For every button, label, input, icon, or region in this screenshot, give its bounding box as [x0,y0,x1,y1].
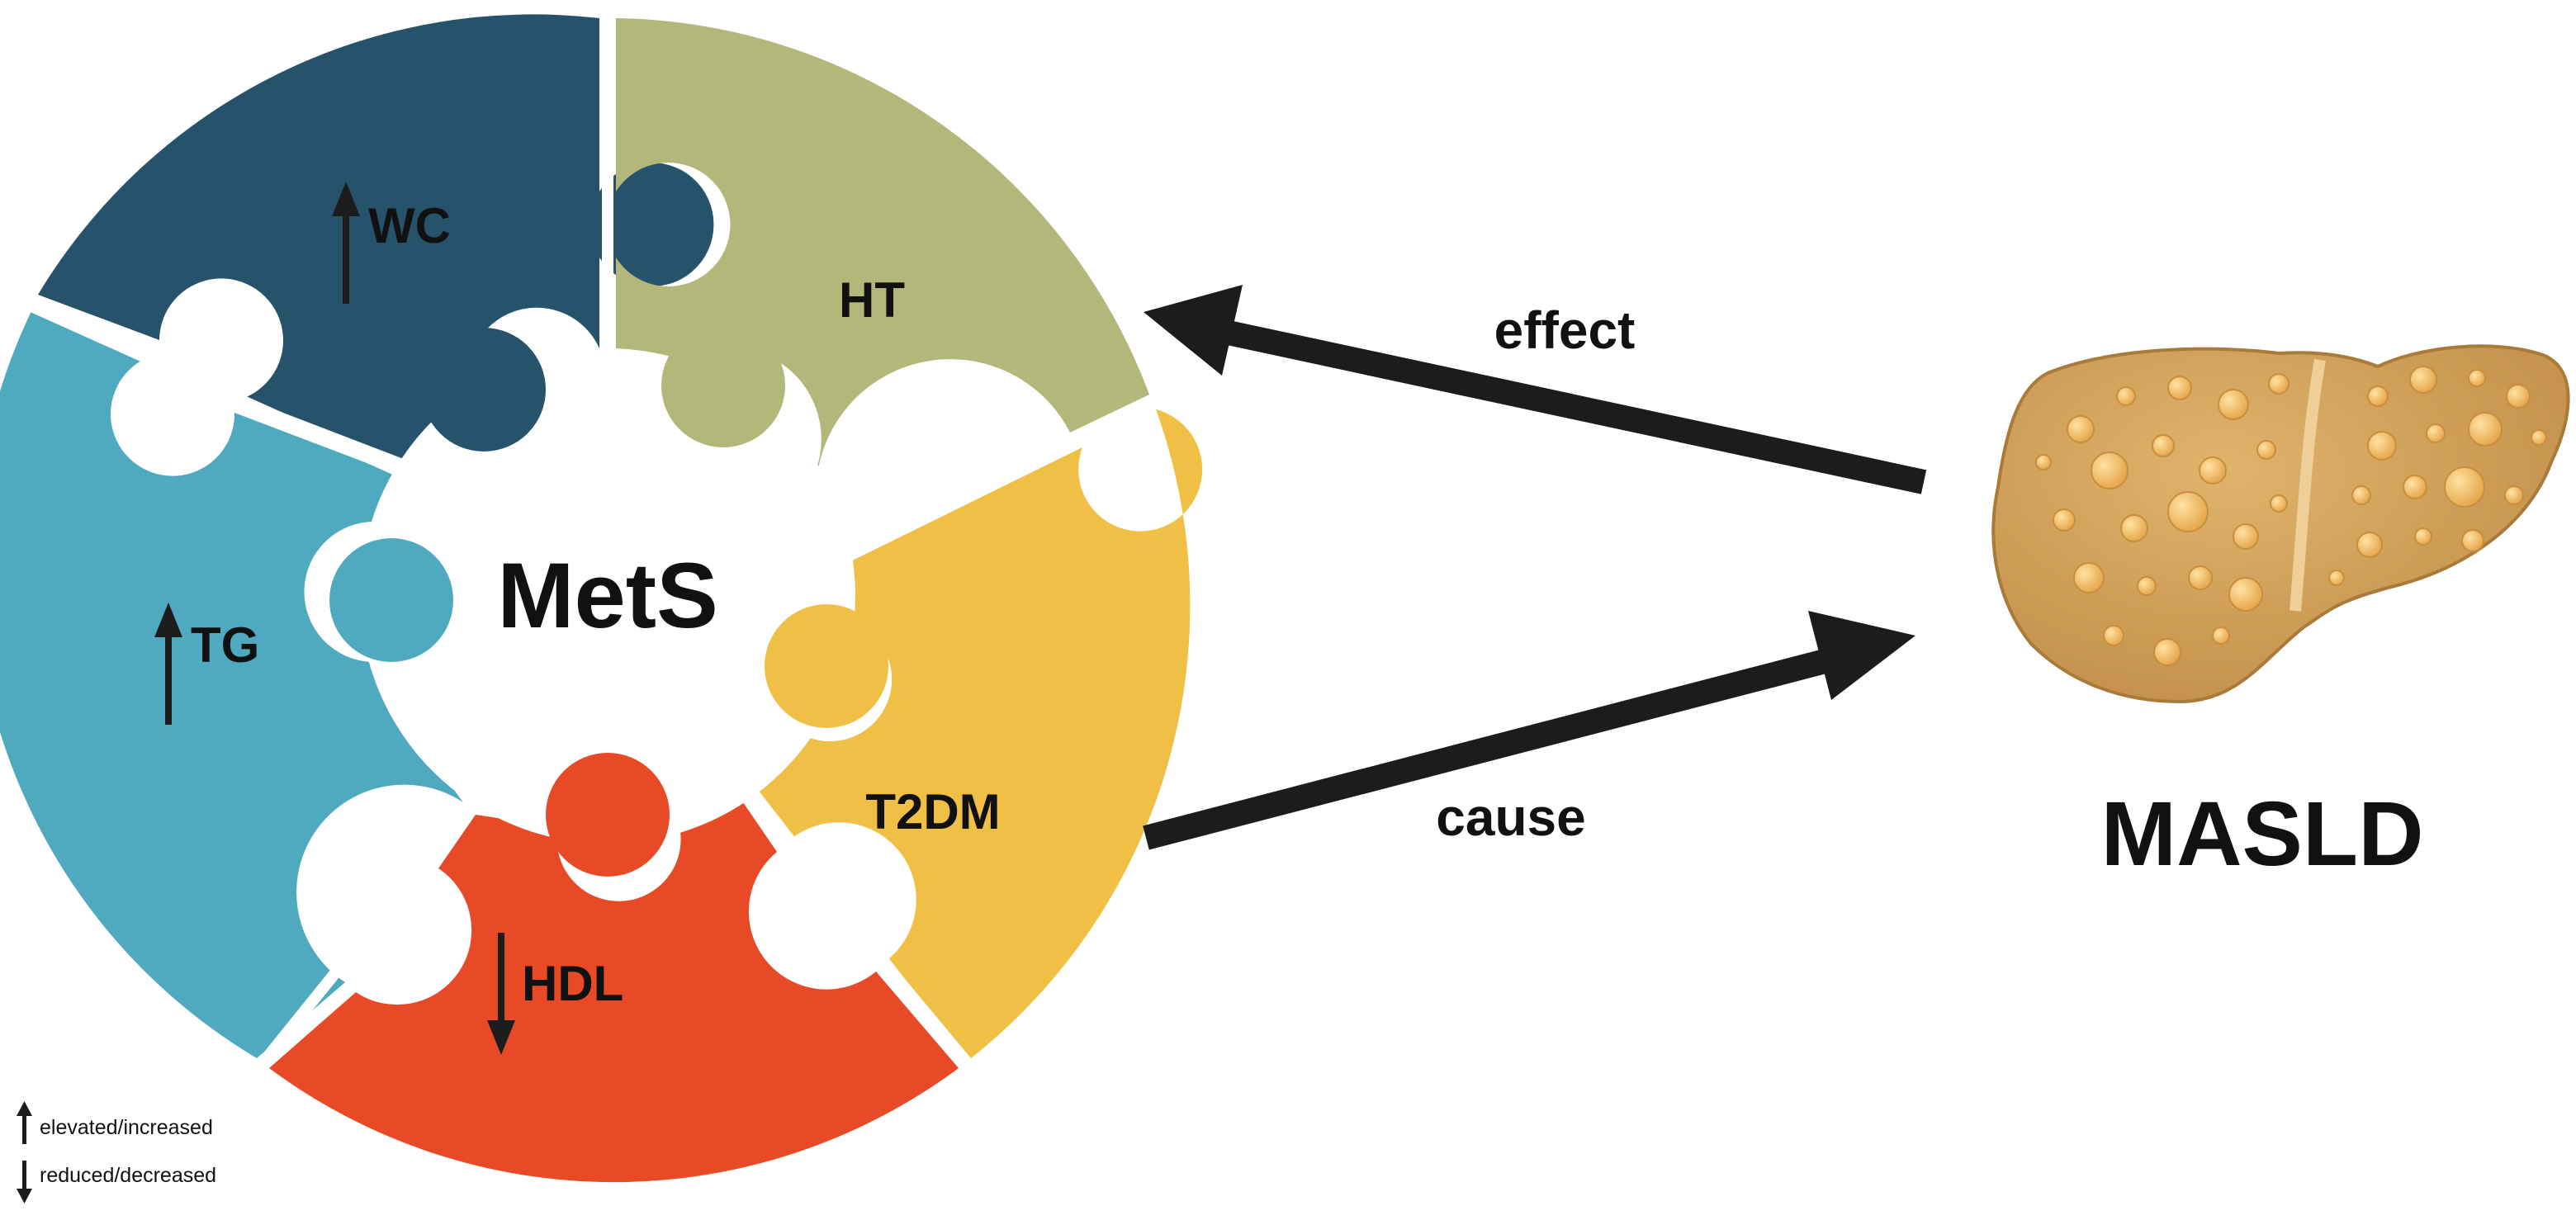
puzzle-piece-hdl [269,773,959,1183]
legend-up-arrow-icon [17,1101,32,1144]
cause-arrow: cause [1143,611,1915,850]
legend: elevated/increased reduced/decreased [17,1101,216,1203]
nub-hdl [546,753,670,877]
nub-ht [661,324,785,447]
puzzle-piece-tg [0,311,463,1058]
fat-droplets [2035,366,2547,666]
cause-arrowhead [1808,611,1915,700]
effect-arrowhead [1144,285,1243,376]
effect-arrow: effect [1144,285,1927,494]
puzzle-piece-ht [616,18,1149,565]
nub-tg [329,538,453,662]
arrow-up-icon [154,603,182,725]
liver-ligament [2290,358,2326,612]
puzzle-seams [27,15,1161,1069]
mets-puzzle: MetS WC HT T2DM HDL TG [0,14,1203,1183]
effect-label: effect [1494,300,1636,360]
legend-down-arrow-icon [17,1161,32,1203]
label-wc: WC [368,198,451,253]
center-hole [360,348,855,844]
label-tg: TG [191,617,259,673]
label-ht: HT [839,272,905,328]
nub-t2dm [765,604,888,728]
liver-body [1991,344,2570,704]
arrow-up-icon [332,182,360,304]
cause-label: cause [1436,787,1585,847]
label-hdl: HDL [522,956,623,1011]
legend-down-label: reduced/decreased [40,1164,216,1187]
center-label: MetS [497,544,718,647]
fatty-liver-icon [1991,344,2570,704]
cause-arrow-shaft [1143,641,1857,850]
label-t2dm: T2DM [865,784,1000,839]
center-nubs [329,324,888,877]
nub-wc [422,328,546,452]
legend-up-label: elevated/increased [40,1116,213,1139]
effect-arrow-shaft [1198,314,1927,494]
puzzle-piece-t2dm [740,409,1203,1058]
masld-label: MASLD [2100,783,2423,885]
arrow-down-icon [487,933,515,1055]
